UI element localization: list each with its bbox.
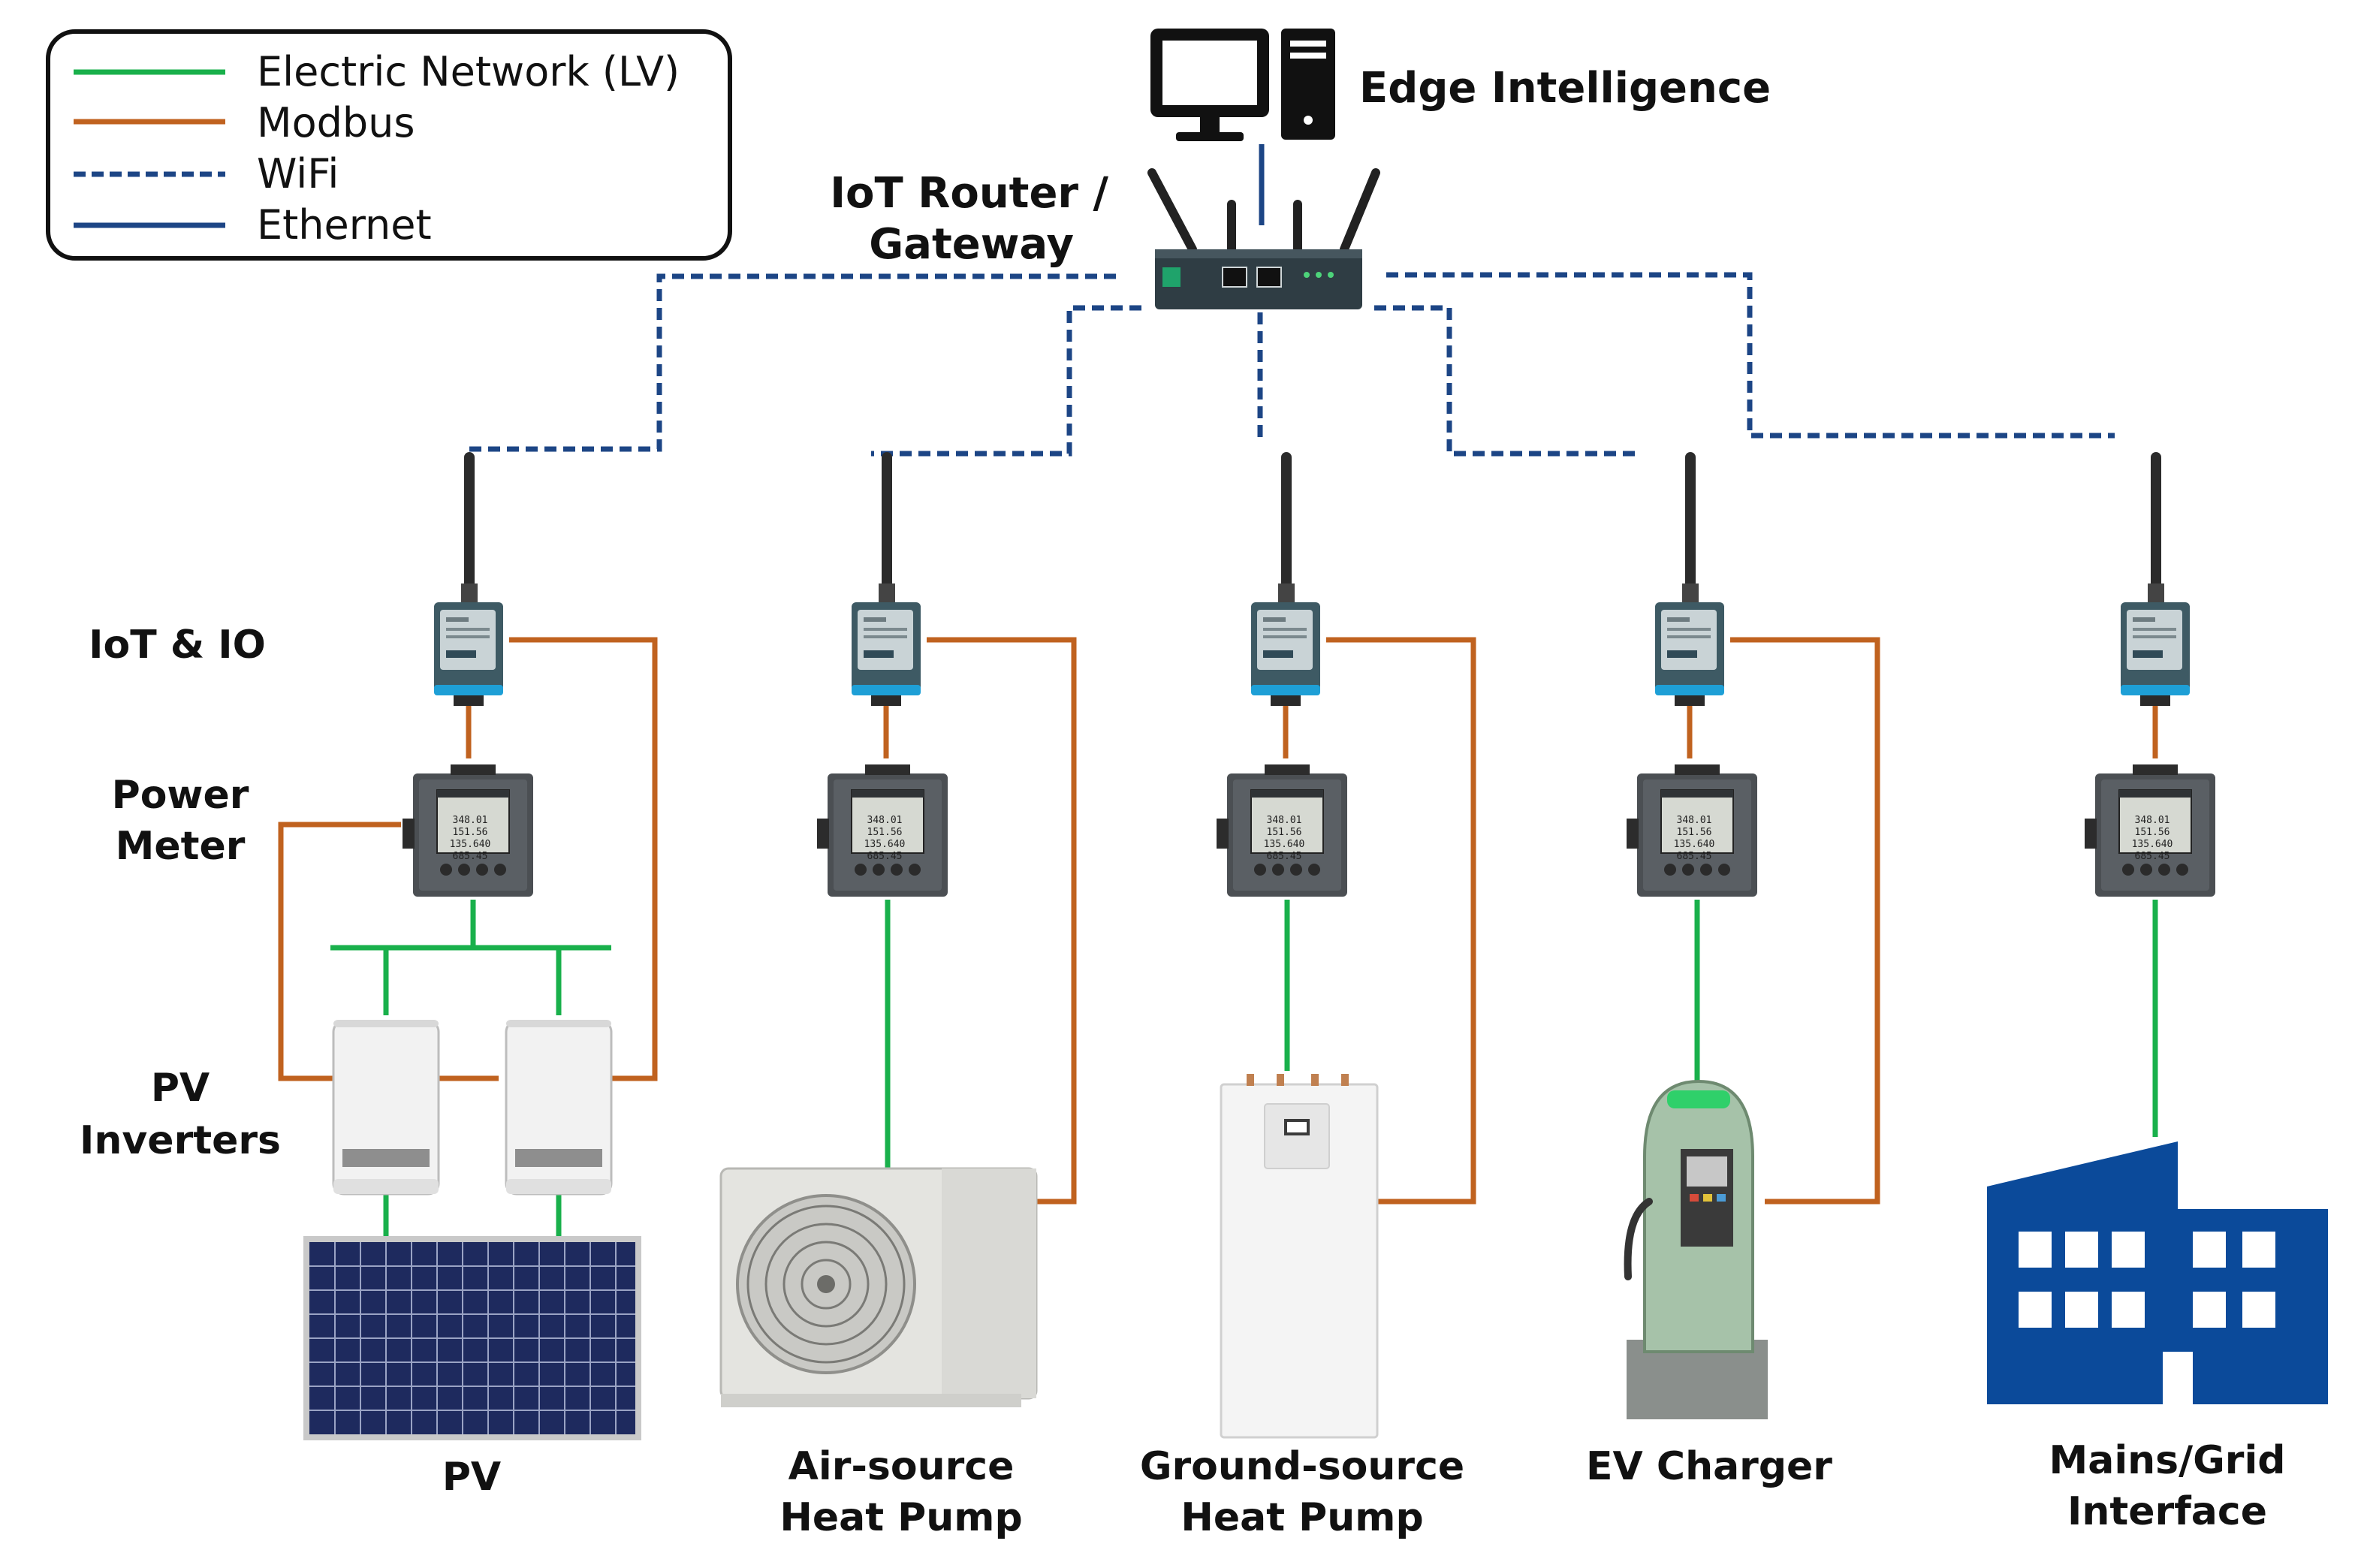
power-meter-icon: 348.01 151.56 135.640 685.45 bbox=[1626, 764, 1758, 897]
modbus-meter-inverter-pv bbox=[278, 822, 401, 1081]
inverter-icon bbox=[505, 1018, 613, 1196]
power-meter-icon: 348.01 151.56 135.640 685.45 bbox=[2084, 764, 2216, 897]
iot-module-icon bbox=[1251, 452, 1320, 706]
legend-box bbox=[46, 29, 732, 261]
electric-links bbox=[330, 900, 2158, 1238]
air-source-heat-pump-icon bbox=[719, 1167, 1038, 1407]
wifi-link-ashp bbox=[871, 305, 1141, 457]
pc-tower-icon bbox=[1281, 29, 1335, 140]
ev-charger-label: EV Charger bbox=[1586, 1444, 1832, 1489]
iot-io-label: IoT & IO bbox=[89, 623, 266, 668]
solar-panel-icon bbox=[303, 1236, 641, 1440]
pv-inverters-label-line2: Inverters bbox=[80, 1118, 281, 1163]
wifi-link-grid bbox=[1386, 272, 2115, 439]
power-meter-icon: 348.01 151.56 135.640 685.45 bbox=[816, 764, 948, 897]
meter-reading-2: 151.56 bbox=[1267, 827, 1302, 838]
wifi-link-ev bbox=[1374, 305, 1642, 457]
meter-reading-2: 151.56 bbox=[867, 827, 903, 838]
iot-module-icon bbox=[852, 452, 921, 706]
legend-wifi-label: WiFi bbox=[257, 150, 339, 198]
router-label-line2: Gateway bbox=[869, 220, 1074, 269]
meter-reading-4: 685.45 bbox=[453, 851, 488, 862]
meter-reading-3: 135.640 bbox=[1264, 839, 1305, 850]
meter-reading-3: 135.640 bbox=[864, 839, 906, 850]
meter-reading-4: 685.45 bbox=[2135, 851, 2170, 862]
meter-reading-2: 151.56 bbox=[453, 827, 488, 838]
meter-reading-2: 151.56 bbox=[1677, 827, 1712, 838]
legend-modbus-label: Modbus bbox=[257, 99, 415, 146]
modbus-iot-device-ashp bbox=[927, 637, 1077, 1205]
legend: Electric Network (LV) Modbus WiFi Ethern… bbox=[46, 29, 732, 261]
ashp-label-line2: Heat Pump bbox=[779, 1495, 1022, 1540]
ashp-label-line1: Air-source bbox=[789, 1444, 1015, 1489]
ev-charger-icon bbox=[1624, 1079, 1768, 1419]
gshp-label-line2: Heat Pump bbox=[1180, 1495, 1423, 1540]
meter-reading-4: 685.45 bbox=[1267, 851, 1302, 862]
modbus-iot-device-gshp bbox=[1326, 637, 1476, 1205]
meter-reading-4: 685.45 bbox=[1677, 851, 1712, 862]
grid-interface-label-line1: Mains/Grid bbox=[2049, 1438, 2286, 1483]
gshp-label-line1: Ground-source bbox=[1140, 1444, 1464, 1489]
wifi-links bbox=[466, 272, 2115, 457]
meter-reading-1: 348.01 bbox=[867, 815, 903, 826]
meter-reading-1: 348.01 bbox=[1267, 815, 1302, 826]
power-meter-icon: 348.01 151.56 135.640 685.45 bbox=[402, 764, 534, 897]
meter-reading-4: 685.45 bbox=[867, 851, 903, 862]
meter-reading-1: 348.01 bbox=[453, 815, 488, 826]
modbus-iot-inverter-pv bbox=[509, 637, 658, 1081]
ground-source-heat-pump-icon bbox=[1220, 1074, 1379, 1439]
edge-intelligence-label: Edge Intelligence bbox=[1359, 64, 1771, 113]
iot-module-icon bbox=[2121, 452, 2190, 706]
meter-reading-2: 151.56 bbox=[2135, 827, 2170, 838]
inverter-icon bbox=[332, 1018, 440, 1196]
power-meter-label-line1: Power bbox=[112, 773, 249, 818]
legend-ethernet-label: Ethernet bbox=[257, 201, 432, 249]
pv-inverters-label-line1: PV bbox=[151, 1066, 210, 1111]
meter-reading-1: 348.01 bbox=[2135, 815, 2170, 826]
grid-interface-label-line2: Interface bbox=[2067, 1489, 2267, 1534]
building-icon bbox=[1987, 1141, 2328, 1404]
pv-label: PV bbox=[442, 1455, 501, 1500]
meter-reading-1: 348.01 bbox=[1677, 815, 1712, 826]
meter-reading-3: 135.640 bbox=[2132, 839, 2173, 850]
monitor-icon bbox=[1150, 29, 1269, 141]
power-meter-icon: 348.01 151.56 135.640 685.45 bbox=[1216, 764, 1348, 897]
meter-reading-3: 135.640 bbox=[1674, 839, 1715, 850]
modbus-iot-device-ev bbox=[1730, 637, 1880, 1205]
power-meter-label-line2: Meter bbox=[116, 824, 246, 869]
iot-module-icon bbox=[1655, 452, 1724, 706]
wifi-link-pv bbox=[466, 273, 1116, 452]
router-label-line1: IoT Router / bbox=[830, 169, 1108, 218]
legend-electric-label: Electric Network (LV) bbox=[257, 48, 680, 95]
iot-module-icon bbox=[434, 452, 503, 706]
modbus-links bbox=[278, 637, 2158, 1205]
meter-reading-3: 135.640 bbox=[450, 839, 491, 850]
router-icon bbox=[1147, 168, 1380, 309]
